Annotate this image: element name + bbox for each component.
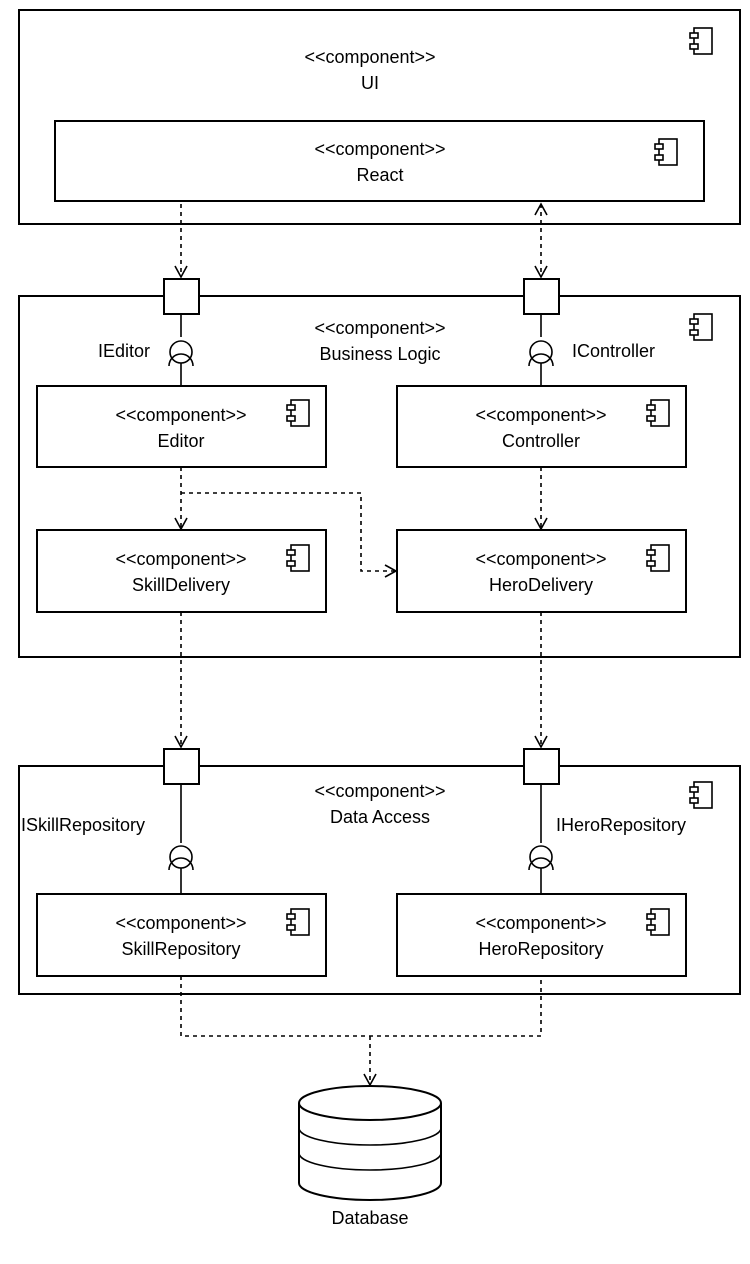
react-component: <<component>> React <box>54 120 705 202</box>
icontroller-interface: IController <box>523 278 655 385</box>
react-name: React <box>356 165 403 185</box>
database-icon <box>298 1085 442 1201</box>
component-icon <box>646 908 670 936</box>
ieditor-interface: IEditor <box>98 278 200 385</box>
socket-icon <box>168 353 194 367</box>
skill-delivery-stereotype: <<component>> <box>115 549 246 569</box>
iskill-repository-port <box>163 748 200 785</box>
component-icon <box>646 399 670 427</box>
iskill-repository-label: ISkillRepository <box>21 815 145 835</box>
data-access-stereotype: <<component>> <box>314 781 445 801</box>
icontroller-label: IController <box>572 341 655 361</box>
controller-name: Controller <box>502 431 580 451</box>
business-logic-name: Business Logic <box>319 344 440 364</box>
socket-icon <box>528 353 554 367</box>
socket-icon <box>168 857 194 871</box>
database-label: Database <box>331 1208 408 1228</box>
component-icon <box>689 781 713 809</box>
skill-delivery-component: <<component>> SkillDelivery <box>36 529 327 613</box>
ihero-repository-interface: IHeroRepository <box>523 748 686 893</box>
skill-delivery-name: SkillDelivery <box>132 575 230 595</box>
skill-repository-component: <<component>> SkillRepository <box>36 893 327 977</box>
skill-repository-name: SkillRepository <box>121 939 240 959</box>
ieditor-port <box>163 278 200 315</box>
iskill-repository-interface: ISkillRepository <box>21 748 200 893</box>
ihero-repository-label: IHeroRepository <box>556 815 686 835</box>
socket-icon <box>528 857 554 871</box>
hero-delivery-to-ihero-repository-dependency <box>534 612 548 749</box>
ieditor-label: IEditor <box>98 341 150 361</box>
hero-delivery-stereotype: <<component>> <box>475 549 606 569</box>
hero-repository-name: HeroRepository <box>478 939 603 959</box>
editor-name: Editor <box>157 431 204 451</box>
ui-stereotype: <<component>> <box>304 47 435 67</box>
component-icon <box>689 27 713 55</box>
react-to-icontroller-dependency <box>534 202 548 279</box>
component-icon <box>286 399 310 427</box>
react-to-ieditor-dependency <box>174 204 188 279</box>
skill-delivery-to-iskill-repository-dependency <box>174 612 188 749</box>
editor-component: <<component>> Editor <box>36 385 327 468</box>
data-access-name: Data Access <box>330 807 430 827</box>
hero-repository-stereotype: <<component>> <box>475 913 606 933</box>
component-icon <box>689 313 713 341</box>
controller-component: <<component>> Controller <box>396 385 687 468</box>
ihero-repository-port <box>523 748 560 785</box>
component-icon <box>286 544 310 572</box>
hero-delivery-name: HeroDelivery <box>489 575 593 595</box>
ui-name: UI <box>361 73 379 93</box>
icontroller-port <box>523 278 560 315</box>
hero-delivery-component: <<component>> HeroDelivery <box>396 529 687 613</box>
skill-repository-stereotype: <<component>> <box>115 913 246 933</box>
controller-stereotype: <<component>> <box>475 405 606 425</box>
component-icon <box>646 544 670 572</box>
hero-repository-component: <<component>> HeroRepository <box>396 893 687 977</box>
editor-stereotype: <<component>> <box>115 405 246 425</box>
react-stereotype: <<component>> <box>314 139 445 159</box>
business-logic-stereotype: <<component>> <box>314 318 445 338</box>
component-icon <box>286 908 310 936</box>
component-icon <box>654 138 678 166</box>
